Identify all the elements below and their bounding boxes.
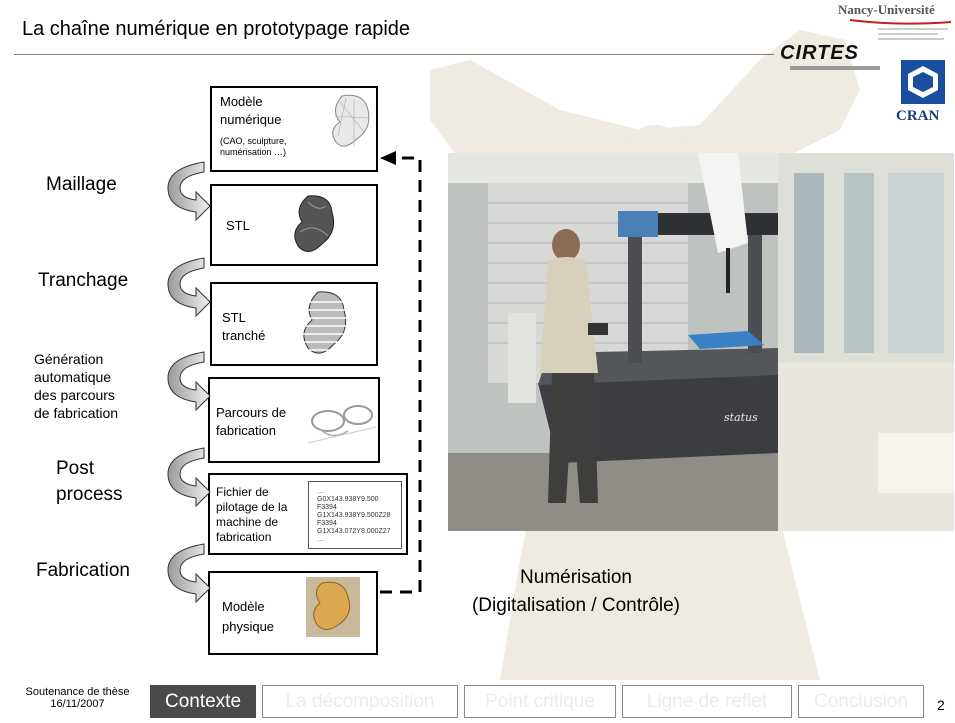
cmm-photo: status <box>448 153 954 531</box>
gcode-line-6: G1X143.072Y8.000Z27 <box>317 528 391 535</box>
gcode-line-2: G0X143.938Y9.500 <box>317 496 379 503</box>
step-modele-numerique-line2: numérique <box>220 112 282 127</box>
cirtes-logo: CIRTES <box>780 42 859 64</box>
gcode-line-3: F3394 <box>317 504 337 511</box>
feedback-dashed-line <box>380 156 422 594</box>
footer-event: Soutenance de thèse <box>25 686 130 698</box>
step-modele-numerique-sub2: numérisation …) <box>220 147 287 157</box>
step-modele-physique-line1: Modèle <box>222 599 265 614</box>
label-generation-3: des parcours <box>34 387 115 403</box>
step-modele-physique-line2: physique <box>222 619 275 634</box>
step-fichier: Fichier de pilotage de la machine de fab… <box>208 473 408 555</box>
cmm-photo-illustration: status <box>448 153 954 531</box>
title-divider <box>14 54 774 55</box>
page-number: 2 <box>937 697 945 713</box>
tab-la-decomposition[interactable]: La décomposition <box>262 685 458 718</box>
step-stl-tranche: STL tranché <box>210 282 378 366</box>
tab-contexte[interactable]: Contexte <box>150 685 256 718</box>
caption-line1: Numérisation <box>520 567 632 588</box>
step-fichier-line2: pilotage de la <box>216 500 288 514</box>
step-parcours-line1: Parcours de <box>216 405 287 420</box>
step-stl: STL <box>210 184 378 266</box>
gcode-listing: … G0X143.938Y9.500 F3394 G1X143.938Y9.50… <box>308 481 402 549</box>
footer-event-info: Soutenance de thèse 16/11/2007 <box>10 686 145 710</box>
label-generation-4: de fabrication <box>34 405 119 421</box>
curved-arrow-icon <box>167 161 211 604</box>
label-maillage: Maillage <box>46 174 117 195</box>
step-modele-numerique-sub1: (CAO, sculpture, <box>220 136 287 146</box>
gcode-line-5: F3394 <box>317 520 337 527</box>
sliced-stl-image <box>302 291 350 354</box>
slide-title: La chaîne numérique en prototypage rapid… <box>22 18 411 40</box>
label-tranchage: Tranchage <box>38 270 129 291</box>
gcode-line-7: … <box>317 536 324 543</box>
feedback-arrowhead-icon <box>380 151 396 165</box>
label-post-2: process <box>56 484 123 505</box>
cran-logo <box>901 60 945 104</box>
step-modele-numerique-line1: Modèle <box>220 94 263 109</box>
step-parcours: Parcours de fabrication <box>208 377 380 463</box>
gcode-line-1: … <box>317 488 324 495</box>
physical-model-image <box>306 577 360 637</box>
label-generation-1: Génération <box>34 351 104 367</box>
toolpath-image <box>307 405 377 444</box>
step-modele-physique: Modèle physique <box>208 571 378 655</box>
step-stl-tranche-line2: tranché <box>222 328 266 343</box>
step-fichier-line3: machine de <box>216 515 279 529</box>
step-stl-tranche-line1: STL <box>222 310 246 325</box>
cmm-brand-text: status <box>724 411 758 424</box>
step-fichier-line1: Fichier de <box>216 485 269 499</box>
label-fabrication: Fabrication <box>36 560 130 581</box>
step-parcours-line2: fabrication <box>216 423 276 438</box>
caption-line2: (Digitalisation / Contrôle) <box>471 595 681 616</box>
cran-logo-text: CRAN <box>896 108 940 124</box>
label-post-1: Post <box>56 458 95 479</box>
tab-point-critique[interactable]: Point critique <box>464 685 616 718</box>
tab-ligne-de-reflet[interactable]: Ligne de reflet <box>622 685 792 718</box>
step-stl-line1: STL <box>226 218 250 233</box>
step-fichier-line4: fabrication <box>216 530 272 544</box>
footer-date: 16/11/2007 <box>50 698 105 710</box>
tab-conclusion[interactable]: Conclusion <box>798 685 924 718</box>
label-generation-2: automatique <box>34 369 112 385</box>
step-modele-numerique: Modèle numérique (CAO, sculpture, numéri… <box>210 86 378 172</box>
cad-wireframe-image <box>332 94 370 147</box>
stl-mesh-image <box>294 195 335 252</box>
nancy-universite-logo: Nancy-Université <box>838 2 935 17</box>
cirtes-logo-subline <box>790 66 880 70</box>
gcode-line-4: G1X143.938Y9.500Z28 <box>317 512 391 519</box>
nancy-logo-swoosh <box>849 19 952 40</box>
